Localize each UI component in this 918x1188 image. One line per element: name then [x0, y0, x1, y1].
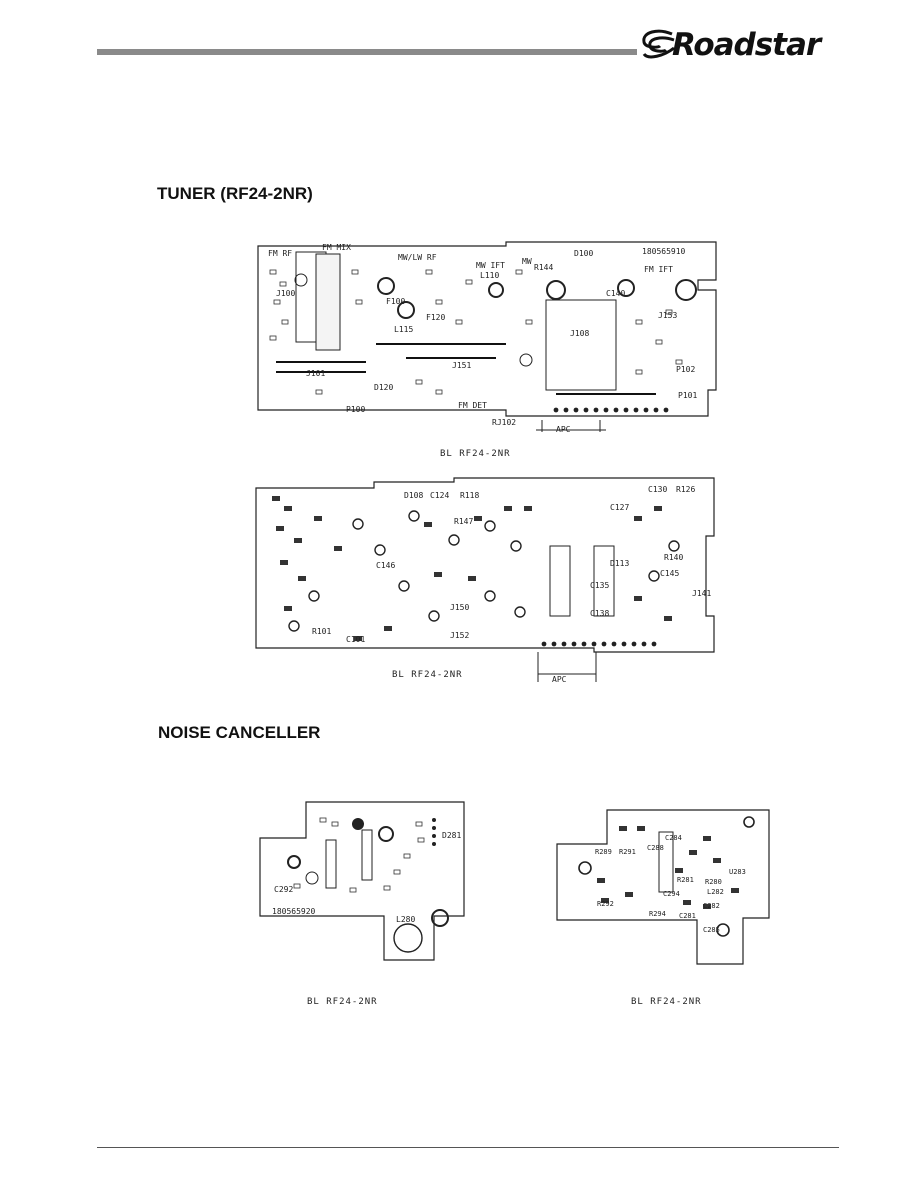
board-label: D113	[610, 559, 629, 568]
board-label: C124	[430, 491, 449, 500]
noise-canceller-right-board-diagram: R289 R291 C288 R281 C284 R280 R292 C294 …	[556, 809, 770, 965]
board-label: C127	[610, 503, 629, 512]
tuner-bottom-board-caption: BL RF24-2NR	[392, 670, 463, 680]
noise-canceller-left-board-diagram: C292 180565920 L280 D281	[259, 801, 465, 961]
board-label: L110	[480, 271, 499, 280]
board-label: J101	[306, 369, 325, 378]
board-label: R289	[595, 848, 612, 856]
noise-canceller-right-board-caption: BL RF24-2NR	[631, 997, 702, 1007]
board-label: C281	[679, 912, 696, 920]
board-label: C140	[606, 289, 625, 298]
board-label: C130	[648, 485, 667, 494]
board-label: FM DET	[458, 401, 487, 410]
board-label: R280	[705, 878, 722, 886]
board-label: 180565920	[272, 907, 316, 916]
board-label: D100	[574, 249, 593, 258]
footer-rule	[97, 1147, 839, 1148]
board-label: P102	[676, 365, 695, 374]
board-label: J152	[450, 631, 469, 640]
board-label: R144	[534, 263, 553, 272]
roadstar-swirl-icon	[642, 29, 675, 59]
board-label: C288	[647, 844, 664, 852]
board-label: F120	[426, 313, 445, 322]
board-label: FM RF	[268, 249, 292, 258]
noise-canceller-left-board-caption: BL RF24-2NR	[307, 997, 378, 1007]
header-rule	[97, 49, 637, 55]
tuner-top-board-caption: BL RF24-2NR	[440, 449, 511, 459]
board-label: R281	[677, 876, 694, 884]
board-label: L282	[707, 888, 724, 896]
tuner-bottom-board-diagram: C124 R118 D108 C130 R126 R147 C146 R140 …	[255, 477, 715, 684]
board-label: R101	[312, 627, 331, 636]
board-label: C138	[590, 609, 609, 618]
board-label: C284	[665, 834, 682, 842]
board-label: MW IFT	[476, 261, 505, 270]
board-label: L280	[396, 915, 415, 924]
board-label: P100	[346, 405, 365, 414]
noise-canceller-section-title: NOISE CANCELLER	[158, 723, 321, 742]
board-label: MW	[522, 257, 532, 266]
board-label: C282	[703, 902, 720, 910]
board-label: D120	[374, 383, 393, 392]
board-label: MW/LW RF	[398, 253, 437, 262]
board-label: U283	[729, 868, 746, 876]
board-label: C145	[660, 569, 679, 578]
board-label: RJ102	[492, 418, 516, 427]
board-label: J153	[658, 311, 677, 320]
board-label: J100	[276, 289, 295, 298]
tuner-section-title: TUNER (RF24-2NR)	[157, 184, 313, 203]
board-label: 180565910	[642, 247, 686, 256]
board-label: L115	[394, 325, 413, 334]
board-label: R292	[597, 900, 614, 908]
board-label: D108	[404, 491, 423, 500]
board-label: R294	[649, 910, 666, 918]
board-label: FM MIX	[322, 243, 351, 252]
board-label: R140	[664, 553, 683, 562]
board-label: J150	[450, 603, 469, 612]
board-label: C292	[274, 885, 293, 894]
board-label: J108	[570, 329, 589, 338]
brand-logo	[638, 26, 838, 66]
tuner-top-board-diagram: FM RF FM MIX MW/LW RF MW IFT MW D100 180…	[257, 241, 717, 434]
board-label: C135	[590, 581, 609, 590]
board-label: F100	[386, 297, 405, 306]
board-label: FM IFT	[644, 265, 673, 274]
board-label: J151	[452, 361, 471, 370]
board-label: R126	[676, 485, 695, 494]
board-label: C285	[703, 926, 720, 934]
board-label: C146	[376, 561, 395, 570]
board-label: P101	[678, 391, 697, 400]
board-label: R118	[460, 491, 479, 500]
board-label: APC	[552, 675, 567, 684]
board-label: D281	[442, 831, 461, 840]
board-label: C294	[663, 890, 680, 898]
board-label: R147	[454, 517, 473, 526]
board-label: C101	[346, 635, 365, 644]
brand-name: Roadstar	[672, 27, 821, 63]
board-label: R291	[619, 848, 636, 856]
board-label: J141	[692, 589, 711, 598]
